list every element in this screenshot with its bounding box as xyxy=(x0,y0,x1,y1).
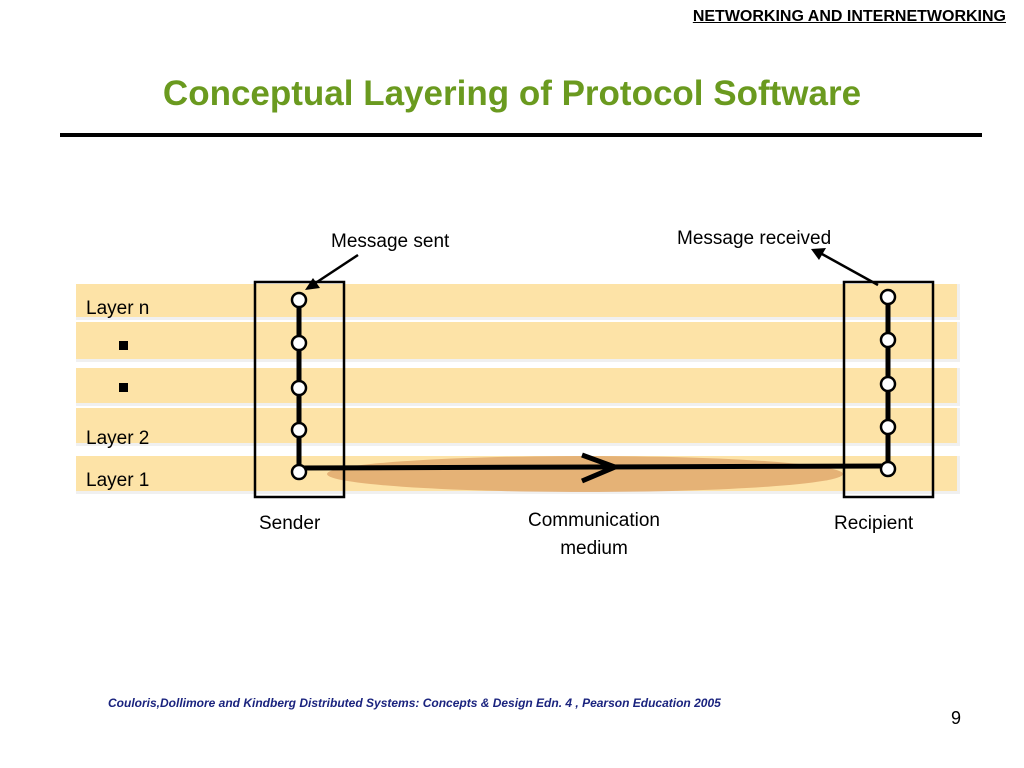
medium-label-line-2: medium xyxy=(560,538,628,559)
message-received-arrowhead xyxy=(811,248,826,260)
recipient-node-layer-2 xyxy=(879,418,897,436)
recipient-node-2 xyxy=(879,331,897,349)
recipient-label: Recipient xyxy=(834,513,914,534)
medium-arrowhead xyxy=(581,452,622,484)
layer-band-2 xyxy=(76,408,960,446)
layer-label-2: Layer 2 xyxy=(86,428,150,449)
message-received-label: Message received xyxy=(677,228,832,249)
sender-node-layer-n xyxy=(290,291,308,309)
message-received-arrow xyxy=(821,252,879,287)
layer-label-n: Layer n xyxy=(86,298,150,319)
sender-node-layer-1 xyxy=(290,463,308,481)
message-sent-label: Message sent xyxy=(331,231,450,252)
communication-medium-label: Communication medium xyxy=(498,507,690,563)
medium-label-line-1: Communication xyxy=(528,510,660,531)
sender-node-3 xyxy=(290,379,308,397)
sender-label: Sender xyxy=(259,513,321,534)
title-divider xyxy=(60,133,982,137)
layer-band-dots-1 xyxy=(76,322,960,362)
communication-medium-ellipse xyxy=(327,456,843,492)
ellipsis-bullet-2 xyxy=(119,383,128,392)
message-sent-arrow xyxy=(313,253,359,286)
layer-band-n xyxy=(76,284,960,320)
sender-node-layer-2 xyxy=(290,421,308,439)
footer-citation: Couloris,Dollimore and Kindberg Distribu… xyxy=(108,696,721,710)
sender-node-2 xyxy=(290,334,308,352)
layer-band-dots-2 xyxy=(76,368,960,406)
slide-title: Conceptual Layering of Protocol Software xyxy=(162,74,862,113)
message-sent-arrowhead xyxy=(305,278,320,290)
recipient-node-layer-n xyxy=(879,288,897,306)
page-number: 9 xyxy=(951,708,962,728)
medium-path-line xyxy=(298,463,889,471)
sender-box xyxy=(253,280,346,499)
ellipsis-bullet-1 xyxy=(119,341,128,350)
header-title: NETWORKING AND INTERNETWORKING xyxy=(692,8,1006,25)
recipient-box xyxy=(842,280,935,499)
recipient-node-3 xyxy=(879,375,897,393)
layer-label-1: Layer 1 xyxy=(86,470,150,491)
recipient-node-layer-1 xyxy=(879,460,897,478)
